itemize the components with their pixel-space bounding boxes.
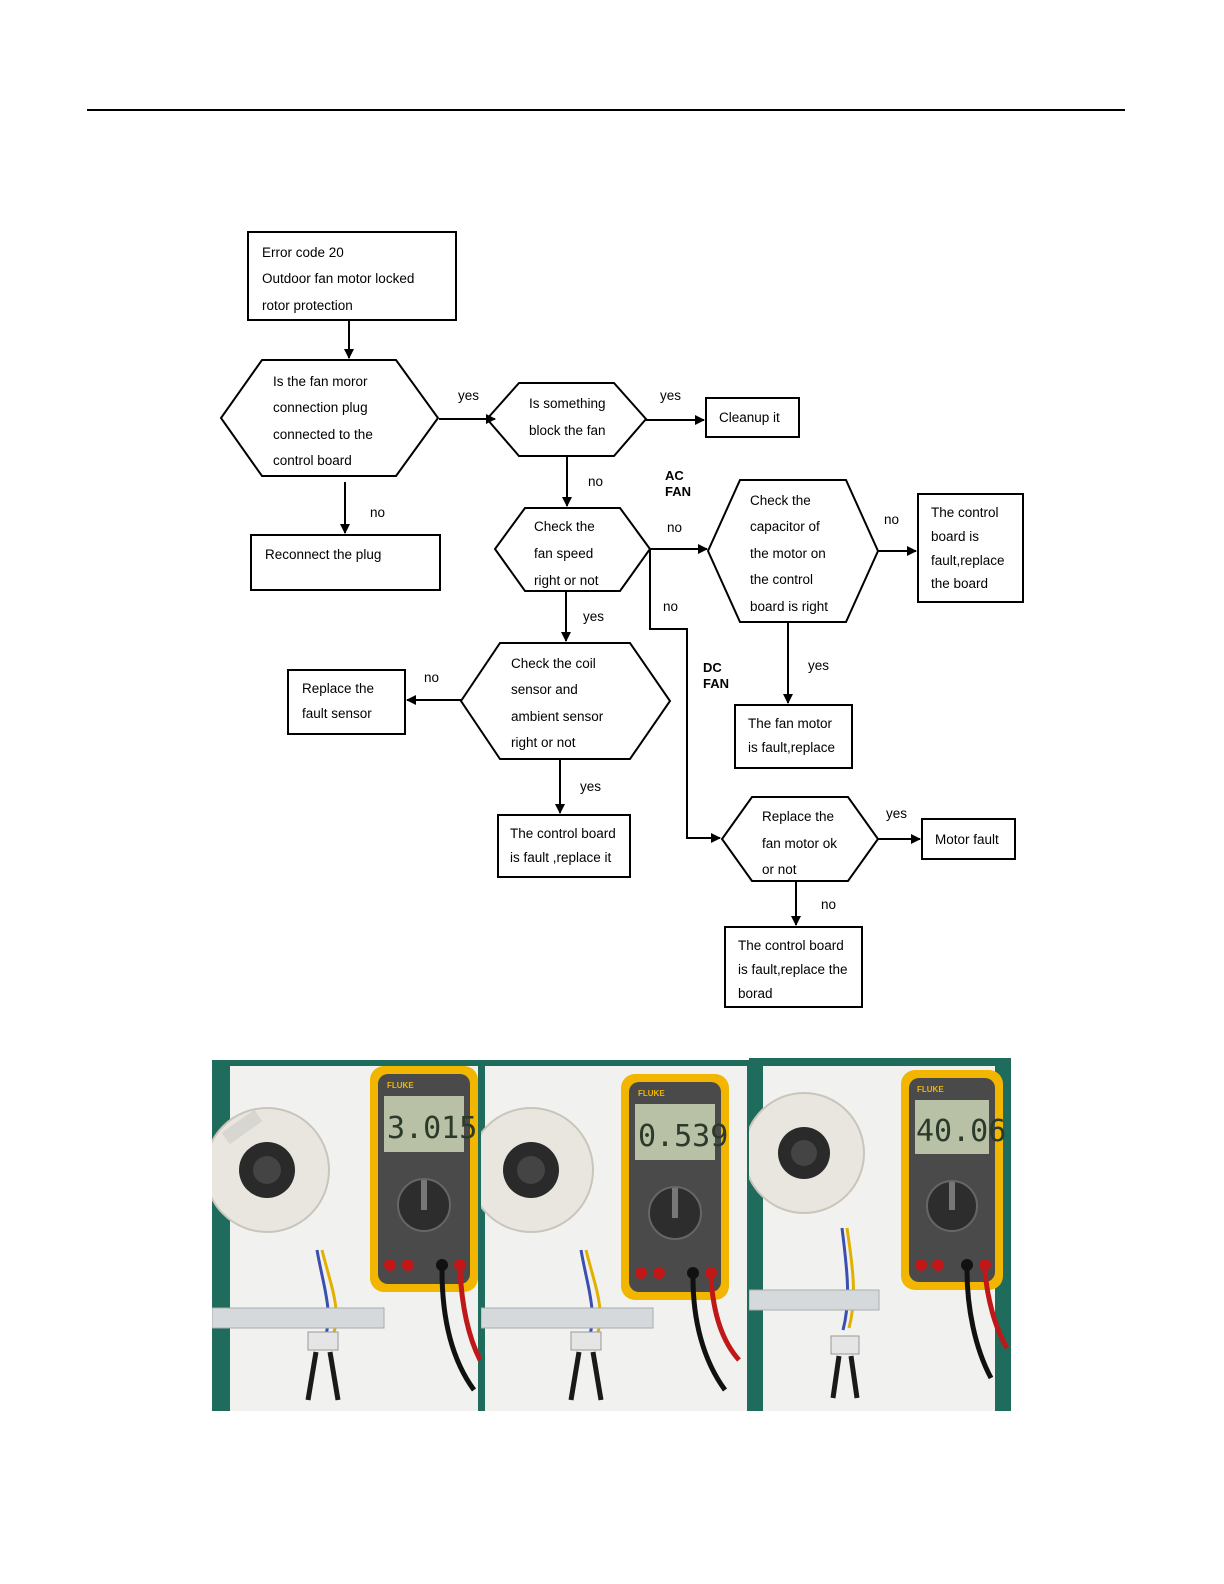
label-no: no bbox=[663, 599, 678, 614]
replace-sensor-box: Replace the fault sensor bbox=[287, 669, 406, 735]
svg-text:is fault ,replace it: is fault ,replace it bbox=[510, 850, 612, 865]
label-no: no bbox=[884, 512, 899, 527]
svg-text:Check the: Check the bbox=[750, 493, 811, 508]
measurement-photo-3: 40.06 FLUKE bbox=[749, 1058, 1011, 1411]
measurement-photo-1: 3.015 FLUKE bbox=[212, 1060, 482, 1411]
multimeter-reading: 40.06 bbox=[916, 1114, 1006, 1149]
replace-motor-decision: Replace the fan motor ok or not bbox=[720, 796, 880, 882]
svg-text:Is the fan moror: Is the fan moror bbox=[273, 374, 368, 389]
svg-text:Is something: Is something bbox=[529, 396, 606, 411]
label-no: no bbox=[821, 897, 836, 912]
svg-text:fault,replace: fault,replace bbox=[931, 553, 1005, 568]
cleanup-box: Cleanup it bbox=[705, 397, 800, 438]
capacitor-decision: Check the capacitor of the motor on the … bbox=[706, 479, 880, 623]
label-ac-fan: AC bbox=[665, 468, 684, 483]
fan-motor-fault-box: The fan motor is fault,replace bbox=[734, 704, 853, 769]
svg-text:the motor on: the motor on bbox=[750, 546, 826, 561]
svg-text:the control: the control bbox=[750, 572, 813, 587]
label-yes: yes bbox=[660, 388, 681, 403]
label-ac-fan: FAN bbox=[665, 484, 691, 499]
brand-logo: FLUKE bbox=[917, 1085, 944, 1094]
svg-text:block the fan: block the fan bbox=[529, 423, 606, 438]
svg-text:control board: control board bbox=[273, 453, 352, 468]
fan-block-decision: Is something block the fan bbox=[485, 382, 648, 457]
label-yes: yes bbox=[808, 658, 829, 673]
svg-text:fan speed: fan speed bbox=[534, 546, 593, 561]
board-fault-box-2: The control board is fault ,replace it bbox=[497, 814, 631, 878]
motor-fault-box: Motor fault bbox=[921, 818, 1016, 860]
measurement-photo-2: 0.539 FLUKE bbox=[481, 1060, 749, 1411]
label-no: no bbox=[424, 670, 439, 685]
connectors bbox=[340, 320, 921, 926]
multimeter-reading: 3.015 bbox=[387, 1111, 477, 1146]
label-no: no bbox=[588, 474, 603, 489]
svg-text:fan motor ok: fan motor ok bbox=[762, 836, 837, 851]
svg-text:Error code 20: Error code 20 bbox=[262, 245, 344, 260]
label-no: no bbox=[370, 505, 385, 520]
svg-text:Reconnect the plug: Reconnect the plug bbox=[265, 547, 381, 562]
svg-text:Cleanup it: Cleanup it bbox=[719, 410, 780, 425]
svg-text:rotor protection: rotor protection bbox=[262, 298, 353, 313]
svg-text:The control: The control bbox=[931, 505, 999, 520]
flowchart: Error code 20 Outdoor fan motor locked r… bbox=[219, 231, 1024, 1008]
reconnect-box: Reconnect the plug bbox=[250, 534, 441, 591]
label-yes: yes bbox=[580, 779, 601, 794]
brand-logo: FLUKE bbox=[387, 1081, 414, 1090]
start-box: Error code 20 Outdoor fan motor locked r… bbox=[247, 231, 457, 321]
board-fault-box-3: The control board is fault,replace the b… bbox=[724, 926, 863, 1008]
svg-text:right or not: right or not bbox=[534, 573, 599, 588]
svg-text:Check the coil: Check the coil bbox=[511, 656, 596, 671]
label-yes: yes bbox=[583, 609, 604, 624]
plug-check-decision: Is the fan moror connection plug connect… bbox=[219, 359, 440, 477]
svg-text:The control board: The control board bbox=[510, 826, 616, 841]
svg-text:Motor fault: Motor fault bbox=[935, 832, 999, 847]
brand-logo: FLUKE bbox=[638, 1089, 665, 1098]
svg-text:capacitor of: capacitor of bbox=[750, 519, 820, 534]
svg-text:ambient sensor: ambient sensor bbox=[511, 709, 604, 724]
label-no: no bbox=[667, 520, 682, 535]
svg-text:Outdoor fan motor locked: Outdoor fan motor locked bbox=[262, 271, 414, 286]
multimeter-reading: 0.539 bbox=[638, 1119, 728, 1154]
label-dc-fan: FAN bbox=[703, 676, 729, 691]
svg-text:connected to the: connected to the bbox=[273, 427, 373, 442]
svg-text:fault sensor: fault sensor bbox=[302, 706, 372, 721]
sensor-decision: Check the coil sensor and ambient sensor… bbox=[459, 642, 672, 760]
svg-text:Replace the: Replace the bbox=[762, 809, 834, 824]
label-dc-fan: DC bbox=[703, 660, 722, 675]
svg-text:the board: the board bbox=[931, 576, 988, 591]
svg-text:The control board: The control board bbox=[738, 938, 844, 953]
label-yes: yes bbox=[886, 806, 907, 821]
svg-text:is fault,replace: is fault,replace bbox=[748, 740, 835, 755]
header-rule bbox=[87, 109, 1125, 111]
label-yes: yes bbox=[458, 388, 479, 403]
svg-text:borad: borad bbox=[738, 986, 773, 1001]
svg-text:or not: or not bbox=[762, 862, 797, 877]
svg-text:right or not: right or not bbox=[511, 735, 576, 750]
svg-text:board is: board is bbox=[931, 529, 979, 544]
svg-text:board is right: board is right bbox=[750, 599, 828, 614]
edge-labels: yes yes no no no no no yes yes no yes ye… bbox=[370, 388, 907, 912]
svg-text:The fan motor: The fan motor bbox=[748, 716, 833, 731]
svg-text:sensor and: sensor and bbox=[511, 682, 578, 697]
svg-text:Replace the: Replace the bbox=[302, 681, 374, 696]
board-fault-box-1: The control board is fault,replace the b… bbox=[917, 493, 1024, 603]
svg-text:Check the: Check the bbox=[534, 519, 595, 534]
svg-text:is fault,replace the: is fault,replace the bbox=[738, 962, 848, 977]
fan-speed-decision: Check the fan speed right or not bbox=[493, 507, 652, 592]
svg-text:connection plug: connection plug bbox=[273, 400, 368, 415]
